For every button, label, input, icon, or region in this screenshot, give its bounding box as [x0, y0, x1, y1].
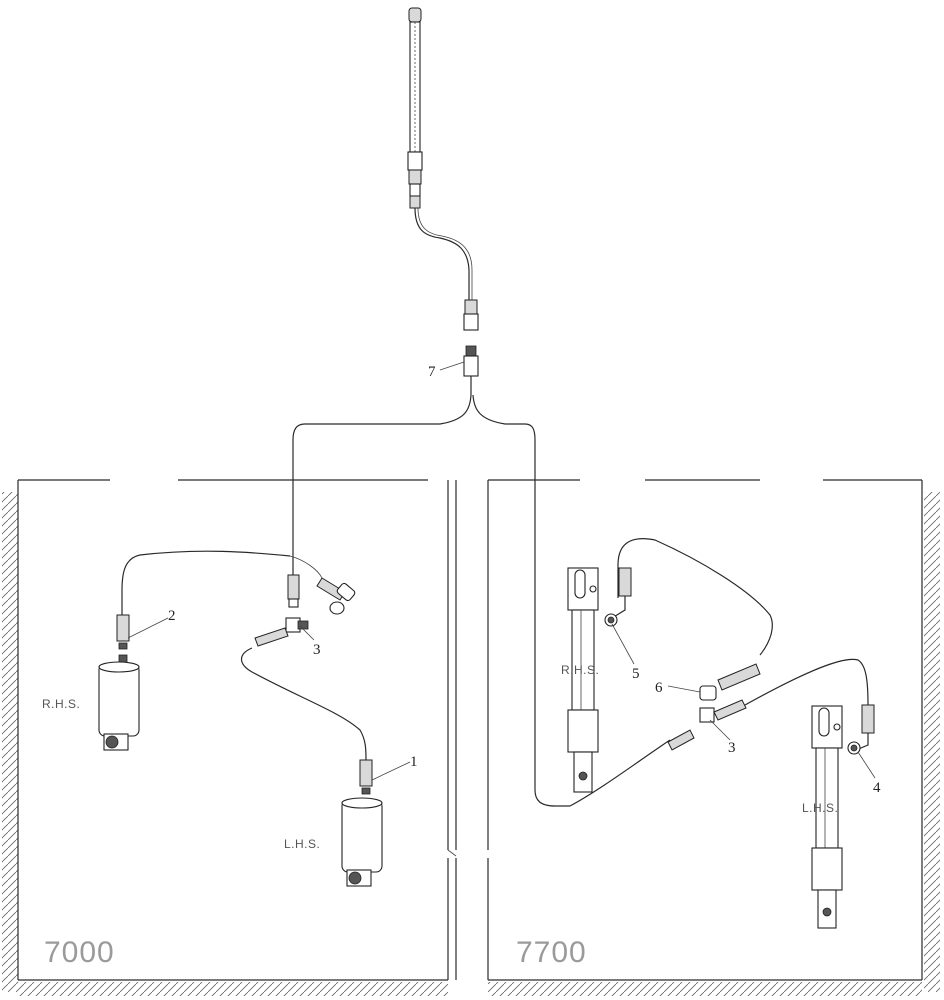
callout-1: 1 [410, 754, 418, 770]
rhs-label-right: R.H.S. [561, 663, 599, 677]
callout-2: 2 [168, 608, 176, 624]
callout-4: 4 [873, 780, 881, 796]
right-panel-frame [487, 479, 940, 996]
callout-7: 7 [428, 364, 436, 380]
rhs-arm-right [567, 567, 599, 793]
tee-fitting-right [667, 663, 761, 751]
tee-fitting-left [254, 574, 356, 647]
lhs-fitting-right [847, 704, 875, 755]
inline-coupler [463, 299, 479, 395]
rhs-fitting-right [604, 567, 632, 627]
callout-6: 6 [655, 680, 663, 696]
rhs-cylinder-left [98, 614, 140, 751]
main-supply-hose [407, 7, 473, 300]
callout-3-left: 3 [313, 642, 321, 658]
left-hose-routing [121, 550, 367, 761]
model-label-7000: 7000 [44, 936, 115, 969]
lhs-cylinder-left [341, 759, 383, 887]
left-panel-frame [2, 479, 457, 996]
lhs-arm-right [811, 705, 843, 929]
lhs-label-left: L.H.S. [284, 837, 320, 851]
rhs-label-left: R.H.S. [42, 697, 80, 711]
model-label-7700: 7700 [516, 936, 587, 969]
callout-5: 5 [632, 666, 640, 682]
callout-3-right: 3 [728, 740, 736, 756]
callout-leaders [127, 361, 876, 781]
lhs-label-right: L.H.S. [802, 801, 838, 815]
right-hose-routing [569, 538, 869, 807]
supply-split-lines [292, 394, 570, 807]
